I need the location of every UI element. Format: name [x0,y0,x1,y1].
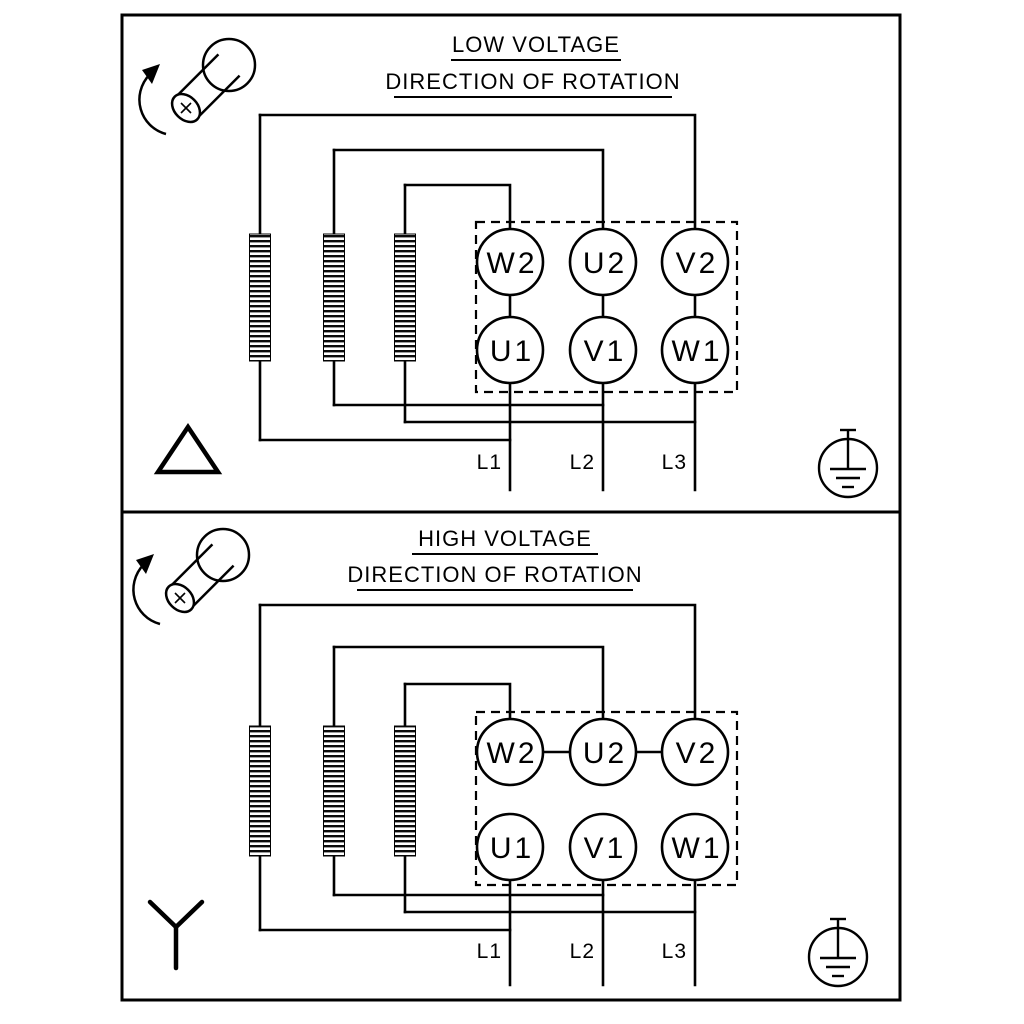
terminal-U2-label: U2 [583,737,627,770]
terminal-U1-label: U1 [490,832,534,865]
earth-ground-icon [807,917,869,988]
terminal-W2: W2 [475,227,545,297]
terminal-W1: W1 [660,315,730,385]
delta-connection-icon [153,422,223,475]
earth-ground-icon [817,428,879,499]
terminal-V2: V2 [660,717,730,787]
supply-line-L1-label: L1 [477,451,502,474]
terminal-V1: V1 [568,315,638,385]
rotation-direction-icon [138,37,257,136]
terminal-U1: U1 [475,315,545,385]
terminal-U2: U2 [568,717,638,787]
terminal-W2-label: W2 [487,737,538,770]
coil-2 [323,725,345,857]
high-voltage-subtitle: DIRECTION OF ROTATION [347,562,642,587]
terminal-V1: V1 [568,812,638,882]
supply-line-L1-label: L1 [477,940,502,963]
rotation-direction-icon [132,527,251,626]
terminal-V2: V2 [660,227,730,297]
terminal-U2: U2 [568,227,638,297]
terminal-box [474,710,739,887]
motor-winding-coils [249,725,416,857]
terminal-box [474,220,739,394]
panel-high-voltage: HIGH VOLTAGE DIRECTION OF ROTATION [132,526,869,988]
coil-3 [394,725,416,857]
terminal-W2-label: W2 [487,247,538,280]
supply-line-L2-label: L2 [570,940,595,963]
terminal-U2-label: U2 [583,247,627,280]
motor-winding-coils [249,233,416,362]
winding-wires [258,113,697,492]
supply-line-L2-label: L2 [570,451,595,474]
terminal-W1: W1 [660,812,730,882]
terminal-U1-label: U1 [490,335,534,368]
star-connection-icon [147,899,205,971]
panel-low-voltage: LOW VOLTAGE DIRECTION OF ROTATION [138,32,879,499]
terminal-V2-label: V2 [676,737,719,770]
terminal-V2-label: V2 [676,247,719,280]
coil-1 [249,725,271,857]
diagram-frame [120,13,902,1002]
low-voltage-subtitle: DIRECTION OF ROTATION [385,69,680,94]
low-voltage-title: LOW VOLTAGE [452,32,620,57]
coil-2 [323,233,345,362]
terminal-U1: U1 [475,812,545,882]
terminal-V1-label: V1 [584,832,627,865]
terminal-W1-label: W1 [672,335,723,368]
coil-3 [394,233,416,362]
terminal-W1-label: W1 [672,832,723,865]
terminal-W2: W2 [475,717,545,787]
terminal-V1-label: V1 [584,335,627,368]
high-voltage-title: HIGH VOLTAGE [418,526,592,551]
supply-line-L3-label: L3 [662,451,687,474]
supply-line-L3-label: L3 [662,940,687,963]
coil-1 [249,233,271,362]
